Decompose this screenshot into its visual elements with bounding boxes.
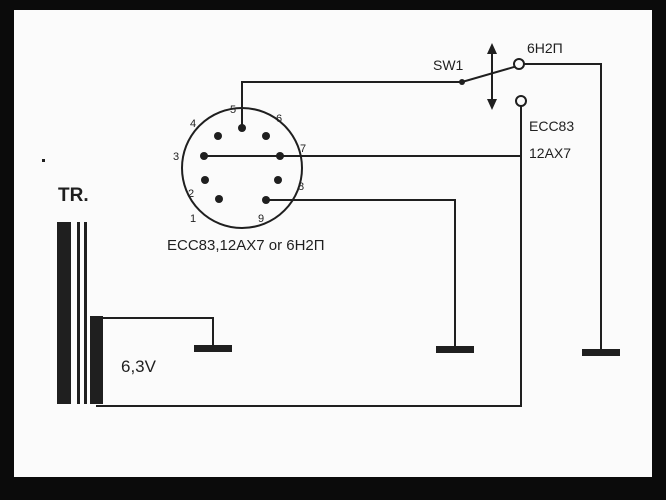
transformer-secondary-winding-bar: [90, 316, 103, 404]
transformer-primary-winding-bar: [57, 222, 71, 404]
switch-pivot-junction: [459, 79, 465, 85]
wire-secondary-to-ground: [101, 317, 214, 346]
pin-label-6: 6: [276, 113, 282, 125]
socket-pin-8: [274, 176, 282, 184]
switch-contact-ecc83: [515, 95, 527, 107]
arrow-head-up: [487, 43, 497, 54]
ground-symbol-secondary: [194, 345, 232, 352]
pin-label-9: 9: [258, 213, 264, 225]
socket-pin-1: [215, 195, 223, 203]
socket-pin-5: [238, 124, 246, 132]
socket-caption: ECC83,12AX7 or 6Н2П: [167, 237, 325, 254]
ink-speck: [42, 159, 45, 162]
pin-label-1: 1: [190, 213, 196, 225]
socket-pin-4: [214, 132, 222, 140]
pin-label-8: 8: [298, 181, 304, 193]
socket-pin-7: [276, 152, 284, 160]
switch-blade: [460, 65, 516, 84]
tube-socket: 1 2 3 4 5 6 7 8 9: [173, 104, 306, 229]
pin-label-2: 2: [188, 188, 194, 200]
socket-pin-2: [201, 176, 209, 184]
wire-pin9-to-ground: [265, 199, 456, 347]
secondary-voltage-label: 6,3V: [121, 357, 157, 376]
socket-outline: [181, 107, 303, 229]
pin-label-3: 3: [173, 151, 179, 163]
switch-label: SW1: [433, 57, 464, 73]
wire-6n2p-contact-to-ground: [523, 63, 602, 350]
socket-pin-9: [262, 196, 270, 204]
pin-label-5: 5: [230, 104, 236, 116]
pin-label-7: 7: [300, 143, 306, 155]
switch-contact-6n2p: [513, 58, 525, 70]
schematic-page: [14, 10, 652, 477]
ground-symbol-6n2p: [582, 349, 620, 356]
pin-label-4: 4: [190, 118, 196, 130]
arrow-head-down: [487, 99, 497, 110]
transformer-symbol: [57, 222, 103, 404]
transformer-core-line-1: [77, 222, 80, 404]
ground-symbol-pin9: [436, 346, 474, 353]
tube-option-6n2p-label: 6Н2П: [527, 40, 563, 56]
transformer-core-line-2: [84, 222, 87, 404]
tube-option-12ax7-label: 12AX7: [529, 145, 571, 161]
tube-option-ecc83-label: ECC83: [529, 118, 574, 134]
wire-pin5-to-switch: [241, 81, 463, 129]
switch-toggle-arrow-icon: [487, 43, 497, 110]
transformer-label: TR.: [58, 185, 89, 206]
wire-ecc83-contact-to-transformer: [96, 105, 522, 407]
socket-pin-6: [262, 132, 270, 140]
socket-pin-3: [200, 152, 208, 160]
